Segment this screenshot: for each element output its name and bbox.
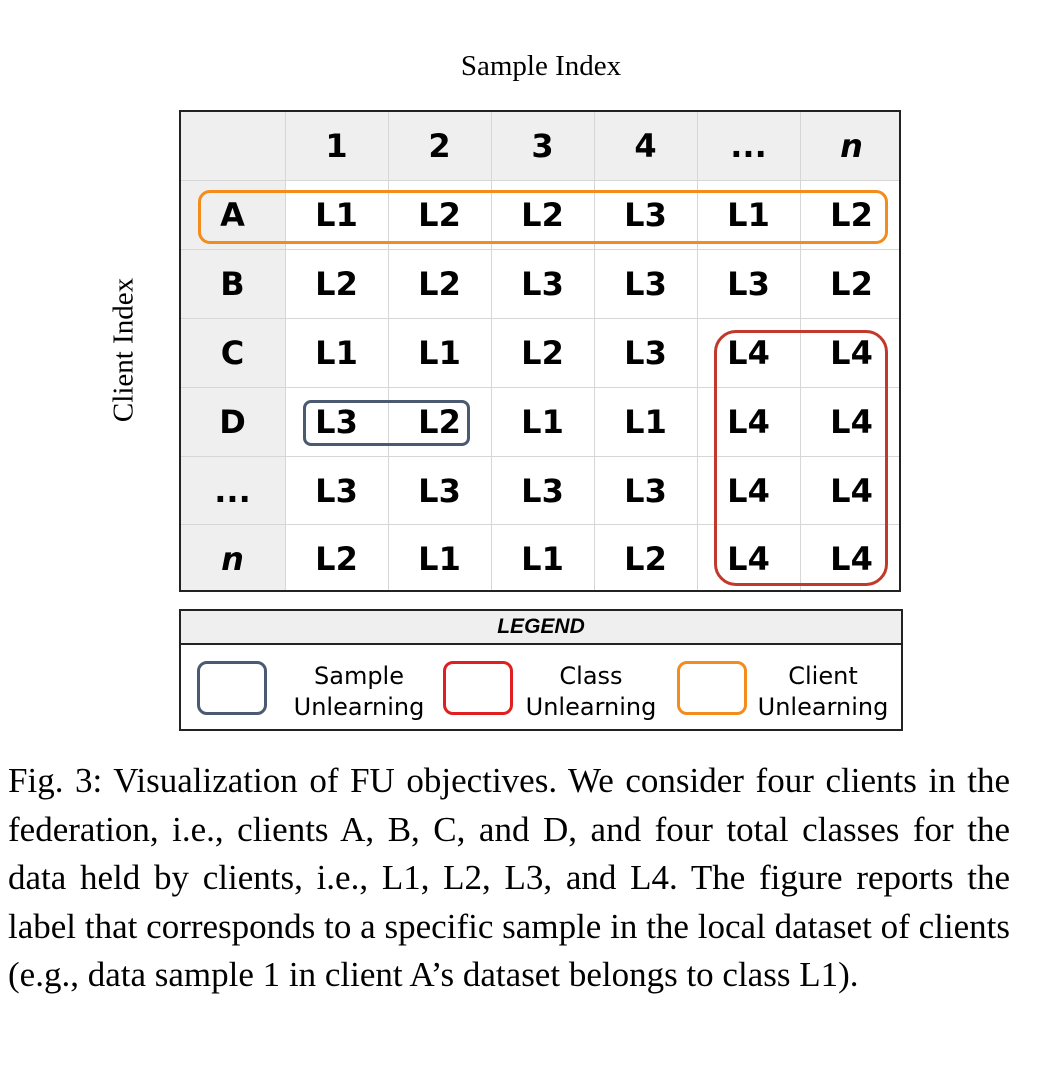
- label-cell: L2: [830, 265, 873, 303]
- row-header: B: [220, 265, 245, 303]
- label-cell: L4: [727, 403, 770, 441]
- label-cell: L1: [624, 403, 667, 441]
- legend-label-line: Unlearning: [525, 693, 657, 721]
- label-cell: L2: [418, 196, 461, 234]
- row-header: ...: [214, 472, 251, 510]
- column-header: 3: [531, 127, 554, 165]
- legend-label: Sample Unlearning: [279, 661, 439, 723]
- label-cell: L1: [521, 403, 564, 441]
- client-unlearning-swatch: [677, 661, 747, 715]
- legend-item-class-unlearning: Class Unlearning: [443, 661, 663, 721]
- legend: LEGEND Sample Unlearning Class Unlearnin…: [179, 609, 903, 731]
- label-cell: L4: [830, 334, 873, 372]
- column-header: ...: [730, 127, 767, 165]
- label-cell: L3: [624, 265, 667, 303]
- label-cell: L3: [624, 472, 667, 510]
- label-cell: L2: [418, 265, 461, 303]
- label-cell: L2: [315, 540, 358, 578]
- client-unlearning-highlight: [198, 190, 888, 244]
- label-cell: L2: [624, 540, 667, 578]
- label-cell: L1: [521, 540, 564, 578]
- legend-item-client-unlearning: Client Unlearning: [677, 661, 897, 721]
- row-header: D: [219, 403, 246, 441]
- label-cell: L2: [521, 334, 564, 372]
- sample-unlearning-swatch: [197, 661, 267, 715]
- class-unlearning-highlight: [714, 330, 888, 586]
- legend-item-sample-unlearning: Sample Unlearning: [197, 661, 424, 721]
- label-cell: L1: [315, 334, 358, 372]
- row-header: A: [220, 196, 245, 234]
- legend-label: Client Unlearning: [743, 661, 903, 723]
- grid-line: [181, 249, 899, 250]
- label-cell: L3: [315, 472, 358, 510]
- grid-line: [491, 112, 492, 590]
- figure-caption: Fig. 3: Visualization of FU objectives. …: [8, 761, 1010, 994]
- label-cell: L3: [315, 403, 358, 441]
- grid-line: [181, 524, 899, 525]
- label-matrix: 1 2 3 4 ... n A L1 L2 L2 L3 L1 L2 B L2 L…: [179, 110, 901, 592]
- column-header: 1: [325, 127, 348, 165]
- label-cell: L3: [418, 472, 461, 510]
- label-cell: L4: [727, 472, 770, 510]
- legend-label-line: Client: [788, 662, 858, 690]
- legend-label: Class Unlearning: [511, 661, 671, 723]
- label-cell: L3: [624, 196, 667, 234]
- grid-line: [181, 318, 899, 319]
- label-cell: L1: [727, 196, 770, 234]
- grid-line: [697, 112, 698, 590]
- label-cell: L4: [830, 540, 873, 578]
- label-cell: L3: [727, 265, 770, 303]
- sample-unlearning-highlight: [303, 400, 470, 446]
- grid-line: [800, 112, 801, 590]
- column-header: 2: [428, 127, 451, 165]
- row-header: n: [221, 540, 244, 578]
- label-cell: L2: [315, 265, 358, 303]
- legend-label-line: Class: [559, 662, 623, 690]
- column-header: 4: [634, 127, 657, 165]
- column-header: n: [840, 127, 863, 165]
- label-cell: L2: [830, 196, 873, 234]
- label-cell: L3: [521, 265, 564, 303]
- grid-line: [388, 112, 389, 590]
- grid-line: [594, 112, 595, 590]
- grid-line: [181, 180, 899, 181]
- grid-line: [181, 456, 899, 457]
- class-unlearning-swatch: [443, 661, 513, 715]
- y-axis-title: Client Index: [107, 277, 140, 423]
- legend-label-line: Sample: [314, 662, 404, 690]
- label-cell: L4: [830, 472, 873, 510]
- grid-line: [181, 387, 899, 388]
- row-header: C: [220, 334, 245, 372]
- label-cell: L4: [830, 403, 873, 441]
- label-cell: L2: [521, 196, 564, 234]
- column-header-band: [181, 112, 899, 181]
- label-cell: L3: [624, 334, 667, 372]
- label-cell: L1: [315, 196, 358, 234]
- x-axis-title: Sample Index: [460, 50, 622, 82]
- legend-label-line: Unlearning: [757, 693, 889, 721]
- label-cell: L1: [418, 540, 461, 578]
- label-cell: L1: [418, 334, 461, 372]
- label-cell: L2: [418, 403, 461, 441]
- grid-line: [285, 112, 286, 590]
- legend-label-line: Unlearning: [293, 693, 425, 721]
- legend-title: LEGEND: [181, 611, 901, 645]
- label-cell: L3: [521, 472, 564, 510]
